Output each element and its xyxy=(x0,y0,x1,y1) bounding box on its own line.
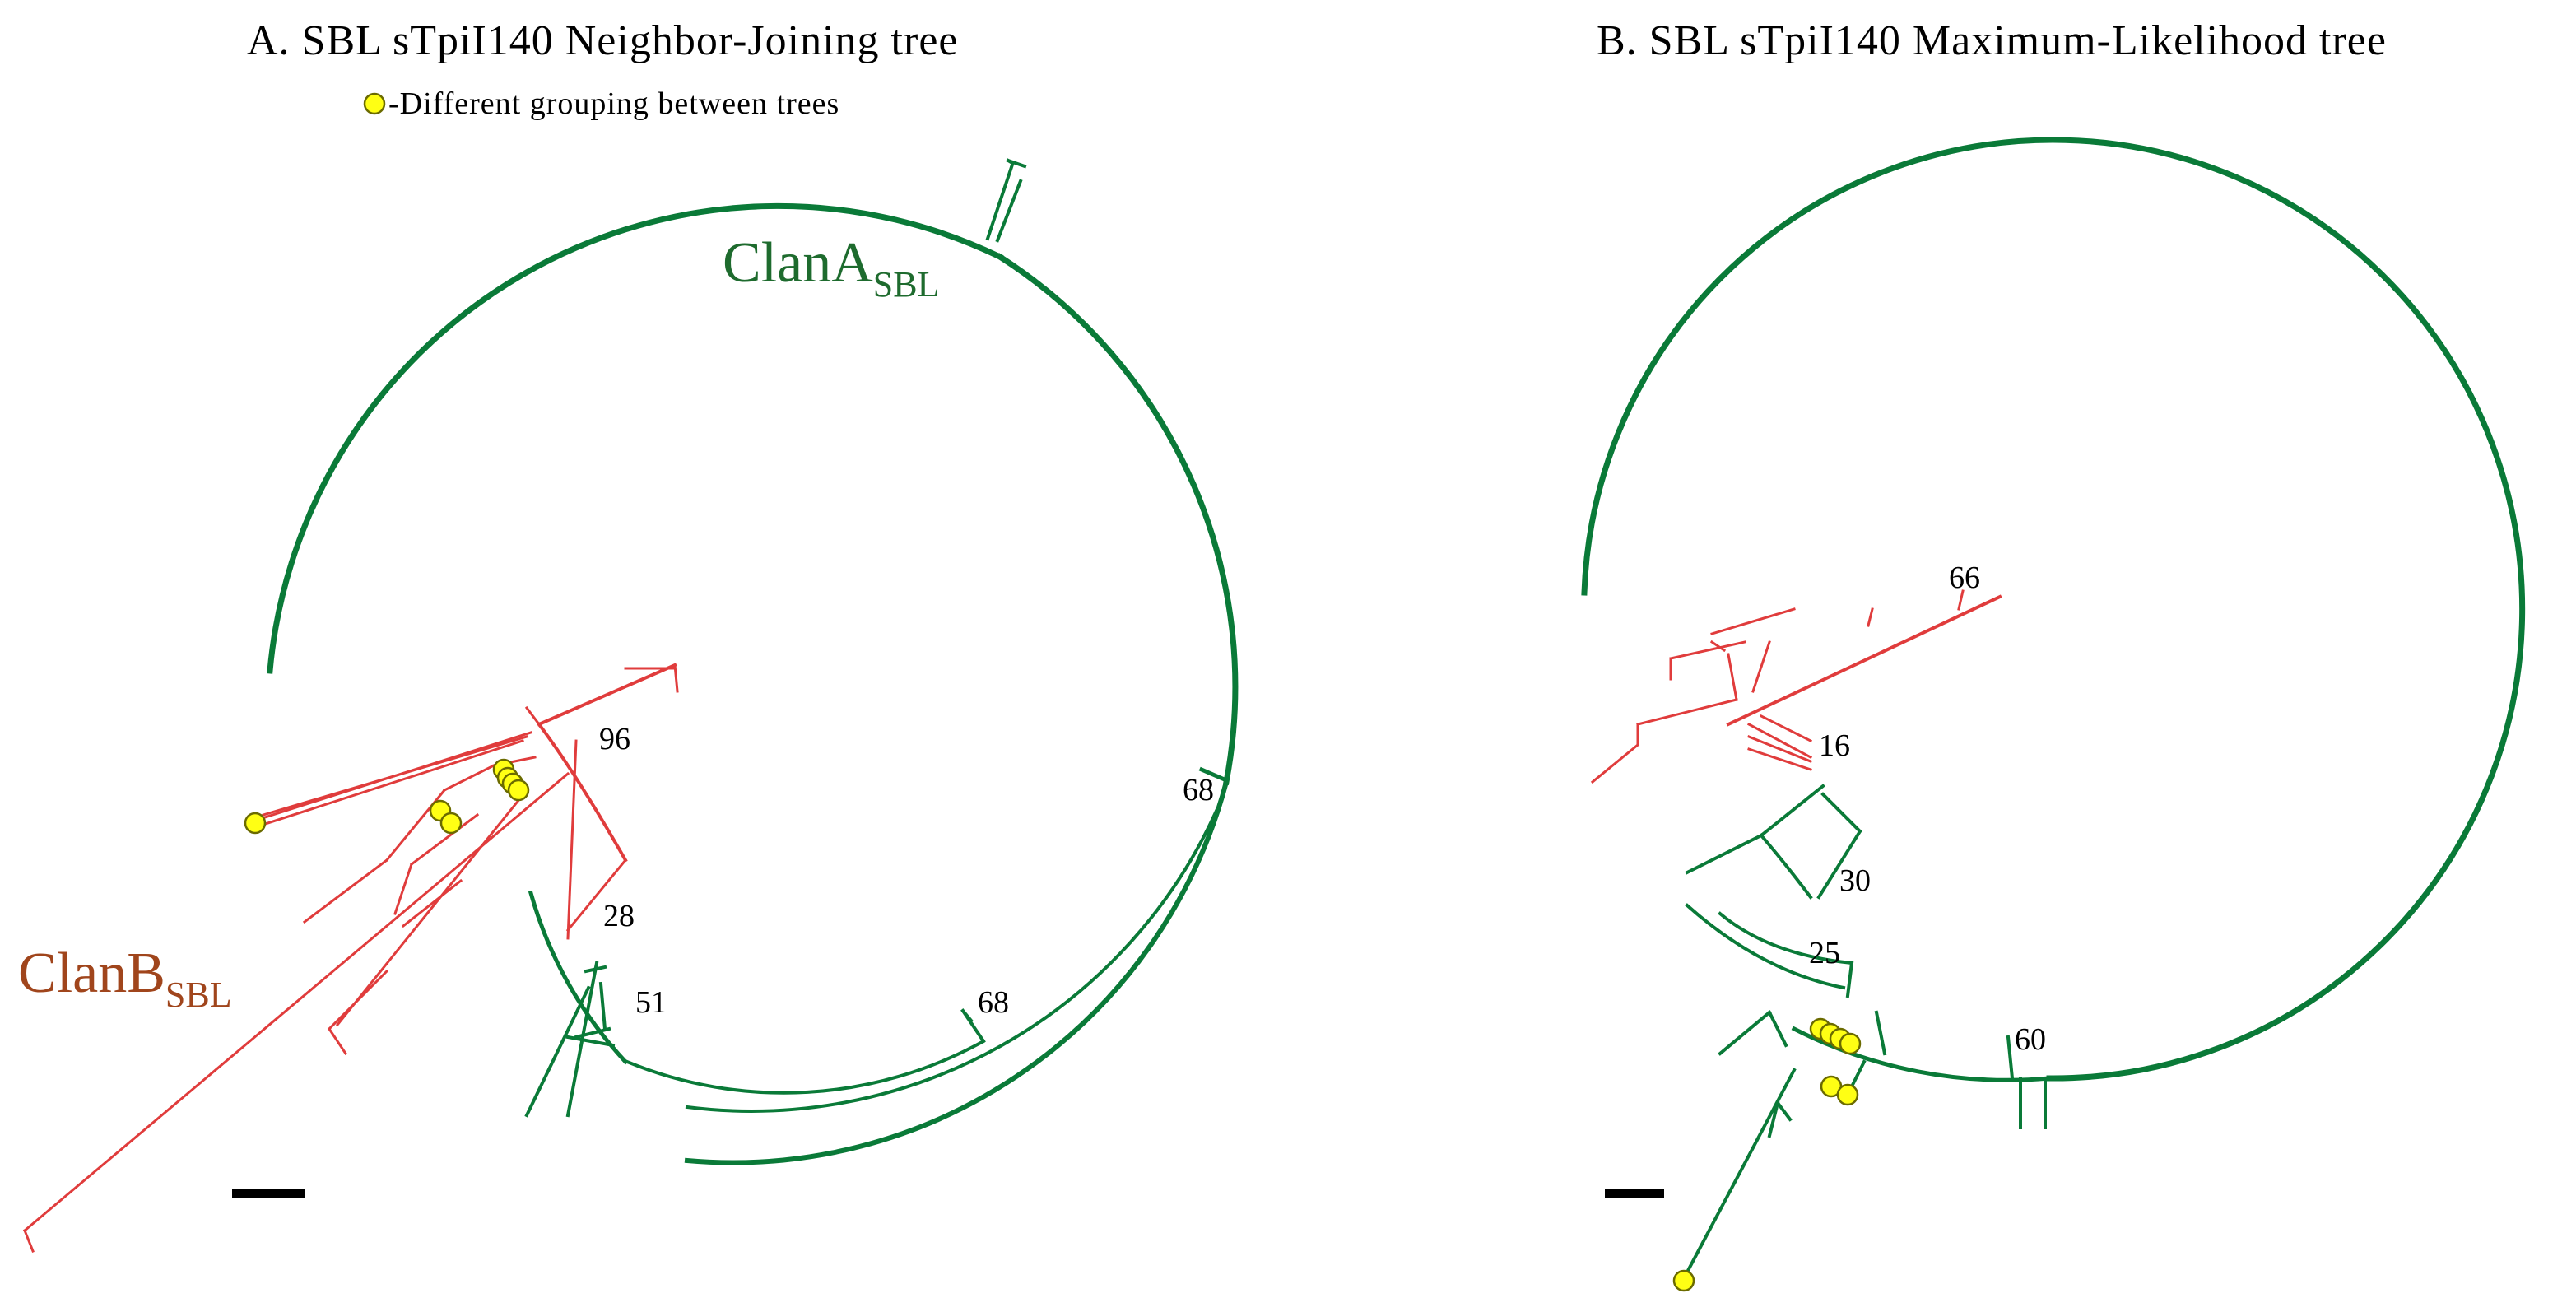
clan-a-inner-arc xyxy=(625,1039,986,1095)
support-value: 51 xyxy=(635,985,667,1020)
red-ml-8 xyxy=(1727,653,1738,701)
green-ml-2 xyxy=(1685,833,1764,875)
marker xyxy=(1672,1269,1695,1292)
support-value: 30 xyxy=(1839,863,1871,898)
support-value: 60 xyxy=(2015,1022,2046,1057)
red-b-11 xyxy=(302,858,389,924)
clan-a-bottom-arc-outer xyxy=(684,779,1230,1165)
green-ml-13 xyxy=(1775,1100,1793,1122)
support-value: 66 xyxy=(1949,561,1980,595)
marker xyxy=(1839,1032,1862,1055)
red-ml-17 xyxy=(1759,714,1813,743)
green-ml-9 xyxy=(1718,1010,1772,1056)
green-ml-11 xyxy=(1874,1010,1887,1056)
green-ml-16 xyxy=(2006,1035,2015,1081)
marker xyxy=(244,812,267,835)
green-ml-14 xyxy=(1767,1100,1780,1138)
support-values-a: 96 68 68 28 51 xyxy=(599,722,1214,1020)
support-value: 68 xyxy=(1183,773,1214,807)
red-b-18 xyxy=(327,1026,348,1056)
support-value: 68 xyxy=(978,985,1009,1020)
top-spike-1 xyxy=(985,162,1015,241)
legend: -Different grouping between trees xyxy=(363,86,839,121)
clan-b-ml-branches xyxy=(1590,589,2002,784)
red-ml-4 xyxy=(1710,607,1796,635)
clan-a-outer-arc-right xyxy=(996,253,1239,786)
red-ml-15 xyxy=(1747,735,1812,763)
green-ml-7 xyxy=(1718,911,1854,965)
red-b-16 xyxy=(335,788,529,1027)
red-ml-2 xyxy=(1957,589,1965,611)
support-value: 16 xyxy=(1819,728,1850,763)
panel-b-title: B. SBL sTpiI140 Maximum-Likelihood tree xyxy=(1597,17,2387,64)
green-ml-5 xyxy=(1759,833,1813,900)
red-b-9 xyxy=(442,763,496,793)
clan-a-bottom-arc-mid xyxy=(685,808,1219,1113)
red-b-17 xyxy=(327,969,389,1031)
cluster-a-6 xyxy=(584,965,607,974)
red-b-12 xyxy=(409,812,480,867)
green-ml-15 xyxy=(1849,1059,1867,1089)
clan-a-ml-branches xyxy=(1681,784,2047,1282)
clan-a-label: ClanASBL xyxy=(723,231,939,305)
red-ml-9 xyxy=(1636,698,1738,726)
legend-label: -Different grouping between trees xyxy=(388,86,839,121)
red-ml-6 xyxy=(1669,640,1746,660)
top-spike-4 xyxy=(1006,158,1027,169)
branch-68-a xyxy=(1198,766,1230,784)
support-value: 25 xyxy=(1809,936,1840,970)
branch-68-c xyxy=(960,1008,974,1023)
red-ml-3 xyxy=(1867,607,1874,627)
red-b-5 xyxy=(262,735,528,817)
red-ml-16 xyxy=(1747,747,1812,771)
red-b-21 xyxy=(537,722,628,863)
red-ml-13 xyxy=(1751,665,1763,693)
clan-b-label: ClanBSBL xyxy=(18,942,232,1015)
red-b-10 xyxy=(384,788,447,863)
red-b-20 xyxy=(23,1229,35,1253)
support-value: 96 xyxy=(599,722,630,756)
red-b-6 xyxy=(253,739,524,829)
markers-b xyxy=(1672,1017,1862,1292)
red-ml-5 xyxy=(1709,640,1727,653)
top-spike-2 xyxy=(995,179,1023,243)
cluster-a-1 xyxy=(524,985,591,1118)
green-ml-6 xyxy=(1685,903,1846,990)
clan-a-outer-arc xyxy=(267,202,1004,674)
red-b-1 xyxy=(537,663,677,727)
clan-b-branches xyxy=(22,663,679,1253)
red-b-22 xyxy=(565,858,628,933)
red-ml-11 xyxy=(1590,742,1640,784)
red-b-14 xyxy=(401,878,463,928)
red-ml-1 xyxy=(1726,594,2002,727)
panel-a: A. SBL sTpiI140 Neighbor-Joining tree -D… xyxy=(18,17,1239,1253)
markers-a xyxy=(244,758,530,835)
red-b-19 xyxy=(22,771,570,1233)
red-ml-14 xyxy=(1746,722,1813,760)
green-ml-10 xyxy=(1767,1010,1788,1048)
red-ml-12 xyxy=(1760,640,1771,668)
green-ml-4 xyxy=(1816,829,1862,900)
marker xyxy=(1836,1083,1859,1106)
support-values-b: 66 16 30 25 60 xyxy=(1809,561,2046,1057)
panel-a-title: A. SBL sTpiI140 Neighbor-Joining tree xyxy=(247,17,958,64)
panel-b: B. SBL sTpiI140 Maximum-Likelihood tree xyxy=(1581,17,2526,1292)
legend-marker-icon xyxy=(363,92,386,115)
support-value: 28 xyxy=(603,899,635,933)
green-ml-1 xyxy=(1759,784,1825,838)
marker xyxy=(507,779,530,802)
cluster-a-5 xyxy=(598,981,607,1031)
green-ml-8 xyxy=(1845,961,1854,998)
red-b-13 xyxy=(393,863,413,915)
clan-a-ml-circle xyxy=(1581,137,2526,1082)
cluster-a-4 xyxy=(565,1035,616,1048)
clan-a-branches xyxy=(267,158,1239,1165)
red-b-7 xyxy=(524,705,542,727)
green-ml-3 xyxy=(1820,792,1862,834)
marker xyxy=(439,812,463,835)
